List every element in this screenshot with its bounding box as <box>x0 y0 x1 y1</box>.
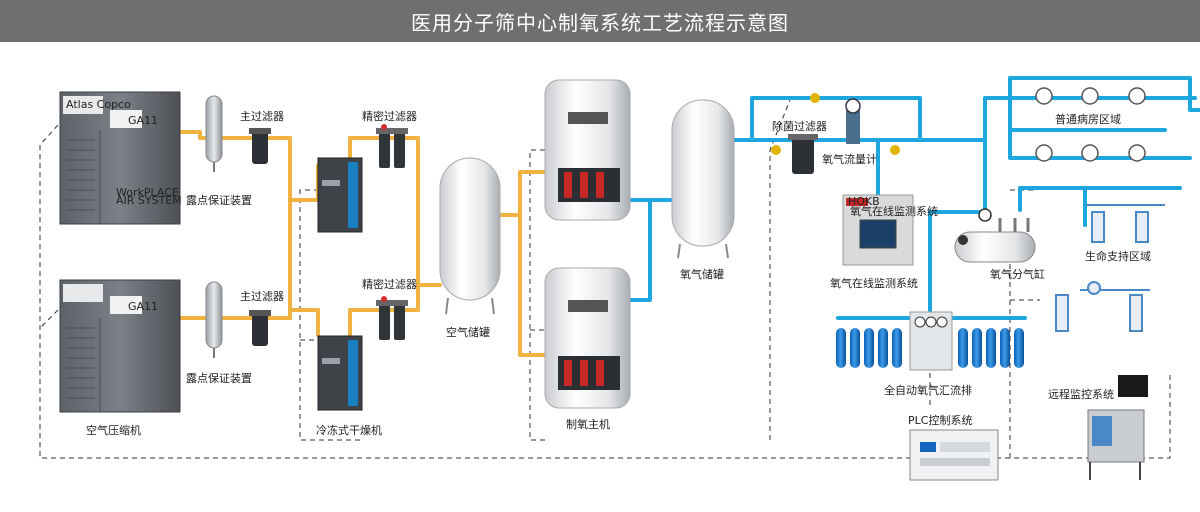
monitor-logo: HOKB <box>848 195 880 208</box>
sterile-filter <box>771 93 900 174</box>
compressor-brand-label: Atlas Copco <box>66 98 131 111</box>
oxygen-distribution-cylinder <box>954 208 1036 263</box>
ward-area-label: 普通病房区域 <box>1055 112 1121 126</box>
oxygen-flowmeter <box>845 98 861 144</box>
gas-cylinder-icon <box>1000 328 1010 368</box>
gas-cylinders-left <box>836 328 902 368</box>
compressor-badge-label-2: GA11 <box>128 300 158 313</box>
online-monitor-label: 氧气在线监测系统 <box>830 276 918 290</box>
air-compressor-label: 空气压缩机 <box>86 423 141 437</box>
oxygen-outlet-icon <box>1035 87 1053 105</box>
diagram-labels: 主过滤器 主过滤器 露点保证装置 露点保证装置 精密过滤器 精密过滤器 空气压缩… <box>86 109 1151 437</box>
oxygen-outlet-icon <box>1128 144 1146 162</box>
oxygen-generator-label: 制氧主机 <box>566 417 610 431</box>
oxygen-outlet-icon <box>1081 87 1099 105</box>
oxygen-outlet-icon <box>1128 87 1146 105</box>
precision-filter-2-label: 精密过滤器 <box>362 277 417 291</box>
oxygen-flowmeter-label: 氧气流量计 <box>822 152 877 166</box>
compressor-badge-label: GA11 <box>128 114 158 127</box>
dew-point-device-2 <box>205 281 223 358</box>
gas-cylinder-icon <box>878 328 888 368</box>
oxygen-generator-2 <box>544 267 631 409</box>
main-filter-2-label: 主过滤器 <box>240 290 284 303</box>
monitor-screen-title: 氧气在线监测系统 <box>850 204 938 218</box>
online-monitor-cabinet: HOKB 氧气在线监测系统 <box>842 194 938 266</box>
oxygen-outlet-icon <box>1035 144 1053 162</box>
gas-cylinder-icon <box>972 328 982 368</box>
gas-cylinder-icon <box>836 328 846 368</box>
compressor-sub-label: AIR SYSTEM <box>116 194 182 207</box>
oxygen-cylinder-label: 氧气分气缸 <box>990 267 1045 281</box>
air-tank-label: 空气储罐 <box>446 325 490 339</box>
air-compressor-1: Atlas Copco GA11 WorkPLACE AIR SYSTEM <box>59 91 182 225</box>
ward-outlets <box>1035 87 1146 162</box>
dew-point-1-label: 露点保证装置 <box>186 193 252 207</box>
medical-pendants <box>1055 204 1165 332</box>
page-title: 医用分子筛中心制氧系统工艺流程示意图 <box>0 0 1200 42</box>
oxygen-tank-label: 氧气储罐 <box>680 267 724 281</box>
main-filter-2 <box>249 310 271 346</box>
oxygen-outlet-icon <box>1081 144 1099 162</box>
refrigerated-dryer-1 <box>317 157 363 233</box>
remote-monitor-label: 远程监控系统 <box>1048 387 1114 401</box>
precision-filter-1-label: 精密过滤器 <box>362 109 417 123</box>
gas-cylinder-icon <box>864 328 874 368</box>
refrigerated-dryer-2 <box>317 335 363 411</box>
gas-cylinder-icon <box>958 328 968 368</box>
main-filter-1 <box>249 128 271 164</box>
sterile-filter-label: 除菌过滤器 <box>772 119 827 133</box>
manifold-label: 全自动氧气汇流排 <box>884 383 972 397</box>
life-support-area-label: 生命支持区域 <box>1085 249 1151 263</box>
precision-filter-2 <box>376 296 408 340</box>
air-tank <box>439 157 501 315</box>
manifold-cabinet <box>909 311 953 371</box>
gas-cylinder-icon <box>892 328 902 368</box>
gas-cylinders-right <box>958 328 1024 368</box>
plc-control-panel <box>909 429 999 481</box>
gas-cylinder-icon <box>850 328 860 368</box>
gas-cylinder-icon <box>986 328 996 368</box>
oxygen-tank <box>671 99 735 259</box>
precision-filter-1 <box>376 124 408 168</box>
plc-system-label: PLC控制系统 <box>908 413 972 427</box>
dew-point-device-1 <box>205 95 223 172</box>
compressor-model-label: WorkPLACE <box>116 186 179 199</box>
gas-cylinder-icon <box>1014 328 1024 368</box>
remote-monitor-workstation <box>1087 375 1148 480</box>
dew-point-2-label: 露点保证装置 <box>186 371 252 385</box>
air-compressor-2: GA11 <box>59 279 181 413</box>
air-pipes <box>178 130 547 357</box>
oxygen-generator-1 <box>544 79 631 221</box>
refrigerated-dryer-label: 冷冻式干燥机 <box>316 423 382 437</box>
main-filter-1-label: 主过滤器 <box>240 110 284 123</box>
